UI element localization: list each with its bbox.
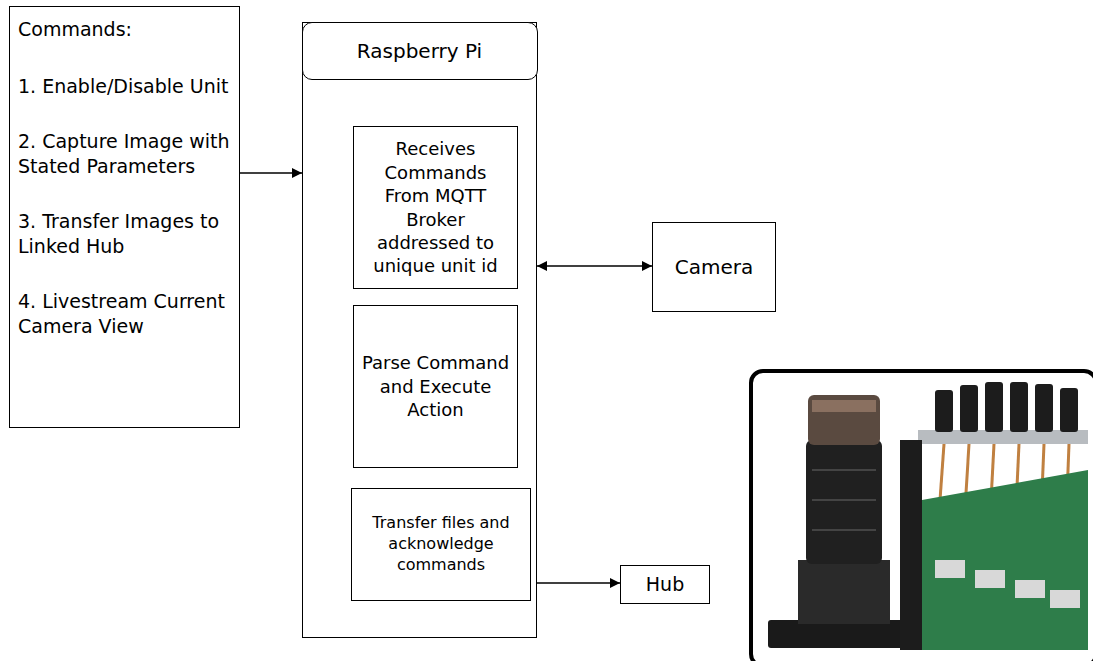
arrow-connector — [531, 582, 620, 584]
process-box: Receives Commands From MQTT Broker addre… — [353, 126, 518, 289]
list-heading: Commands: — [18, 17, 231, 42]
arrow-connector — [537, 265, 652, 267]
command-item: 4. Livestream Current Camera View — [18, 289, 231, 339]
box-label: Camera — [675, 254, 754, 280]
hub-box: Hub — [620, 565, 710, 604]
command-list-box: Commands: 1. Enable/Disable Unit 2. Captur… — [9, 6, 240, 428]
camera-box: Camera — [652, 222, 776, 312]
box-label: Receives Commands From MQTT Broker addre… — [360, 137, 511, 277]
raspberry-pi-box: Raspberry Pi Receives Commands From MQTT … — [302, 22, 537, 638]
process-box: Parse Command and Execute Action — [353, 305, 518, 468]
arrow-connector — [240, 172, 302, 174]
command-item: 2. Capture Image with Stated Parameters — [18, 129, 231, 179]
box-label: Transfer files and acknowledge commands — [358, 513, 524, 575]
pi-header: Raspberry Pi — [302, 22, 538, 80]
box-label: Hub — [646, 572, 684, 597]
box-label: Parse Command and Execute Action — [360, 351, 511, 421]
process-box: Transfer files and acknowledge commands — [351, 488, 531, 601]
command-item: 3. Transfer Images to Linked Hub — [18, 209, 231, 259]
command-item: 1. Enable/Disable Unit — [18, 74, 231, 99]
